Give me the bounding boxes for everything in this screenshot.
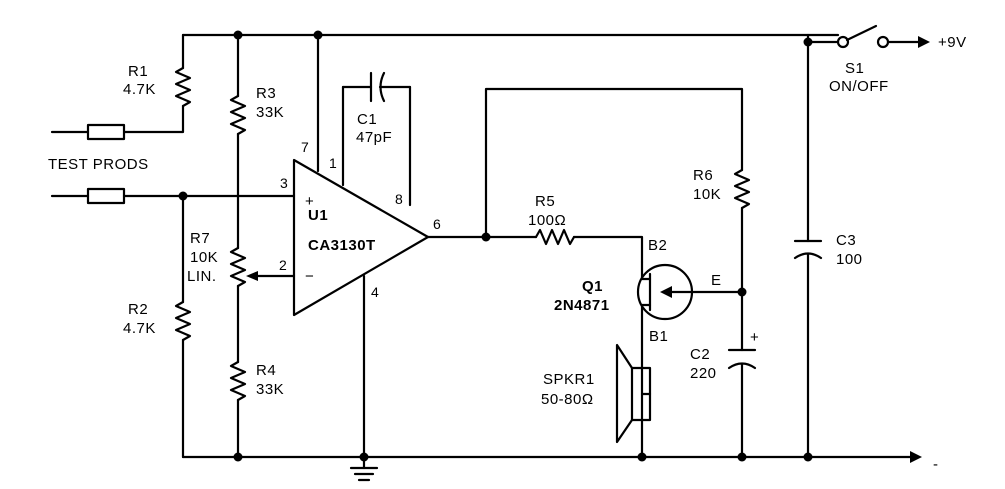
top-rail [181, 33, 840, 70]
r7-note-label: LIN. [187, 268, 217, 285]
ground-icon [349, 455, 379, 482]
junction-dot [233, 452, 243, 462]
r3-value-label: 33K [256, 104, 284, 121]
capacitor-c1 [341, 71, 412, 103]
r4-name-label: R4 [256, 362, 276, 379]
test-prod-lower [50, 187, 296, 205]
r6-value-label: 10K [693, 186, 721, 203]
test-prod-upper [50, 123, 126, 141]
test-prods-label: TEST PRODS [48, 156, 149, 173]
speaker-spkr1 [615, 343, 652, 444]
c2-polarity-label: + [750, 329, 759, 346]
c3-value-label: 100 [836, 251, 863, 268]
pin-2-label: 2 [279, 257, 287, 273]
junction-dot [313, 30, 323, 40]
r7-name-label: R7 [190, 230, 210, 247]
supply-plus-label: +9V [938, 34, 967, 51]
pin-7-label: 7 [301, 139, 309, 155]
supply-minus-label: - [933, 456, 939, 473]
junction-dot [737, 452, 747, 462]
c1-value-label: 47pF [356, 129, 392, 146]
r2-value-label: 4.7K [123, 320, 156, 337]
pin-1-label: 1 [329, 155, 337, 171]
r4-value-label: 33K [256, 381, 284, 398]
capacitor-c3 [793, 40, 823, 459]
c2-name-label: C2 [690, 346, 710, 363]
junction-dot [637, 452, 647, 462]
resistor-r5 [484, 87, 744, 264]
junction-dot [737, 287, 747, 297]
r1-name-label: R1 [128, 63, 148, 80]
junction-dot [803, 452, 813, 462]
speaker-name-label: SPKR1 [543, 371, 595, 388]
resistor-r1 [123, 66, 192, 134]
c2-value-label: 220 [690, 365, 717, 382]
q1-part-label: 2N4871 [554, 297, 610, 314]
potentiometer-r7 [229, 246, 296, 288]
c3-name-label: C3 [836, 232, 856, 249]
bottom-rail [181, 451, 922, 463]
r7-value-label: 10K [190, 249, 218, 266]
speaker-value-label: 50-80Ω [541, 391, 594, 408]
switch-name-label: S1 [845, 60, 864, 77]
r2-name-label: R2 [128, 301, 148, 318]
switch-note-label: ON/OFF [829, 78, 889, 95]
r5-value-label: 100Ω [528, 212, 566, 229]
switch-s1 [806, 24, 930, 49]
u1-plus-label: + [305, 193, 314, 210]
r6-name-label: R6 [693, 167, 713, 184]
op-amp-u1 [292, 33, 488, 459]
resistor-r3 [229, 33, 247, 250]
c1-name-label: C1 [357, 111, 377, 128]
resistor-r6 [733, 168, 751, 352]
resistor-r2 [174, 194, 192, 459]
pin-8-label: 8 [395, 191, 403, 207]
q1-b2-label: B2 [648, 237, 667, 254]
q1-b1-label: B1 [649, 328, 668, 345]
transistor-q1 [636, 260, 744, 459]
q1-e-label: E [711, 272, 722, 289]
r3-name-label: R3 [256, 85, 276, 102]
u1-part-label: CA3130T [308, 237, 376, 254]
pin-3-label: 3 [280, 175, 288, 191]
capacitor-c2 [727, 348, 757, 459]
q1-name-label: Q1 [582, 278, 603, 295]
u1-minus-label: − [305, 268, 314, 285]
resistor-r4 [229, 284, 247, 459]
r5-name-label: R5 [535, 193, 555, 210]
pin-6-label: 6 [433, 216, 441, 232]
pin-4-label: 4 [371, 284, 379, 300]
r1-value-label: 4.7K [123, 81, 156, 98]
u1-name-label: U1 [308, 207, 328, 224]
